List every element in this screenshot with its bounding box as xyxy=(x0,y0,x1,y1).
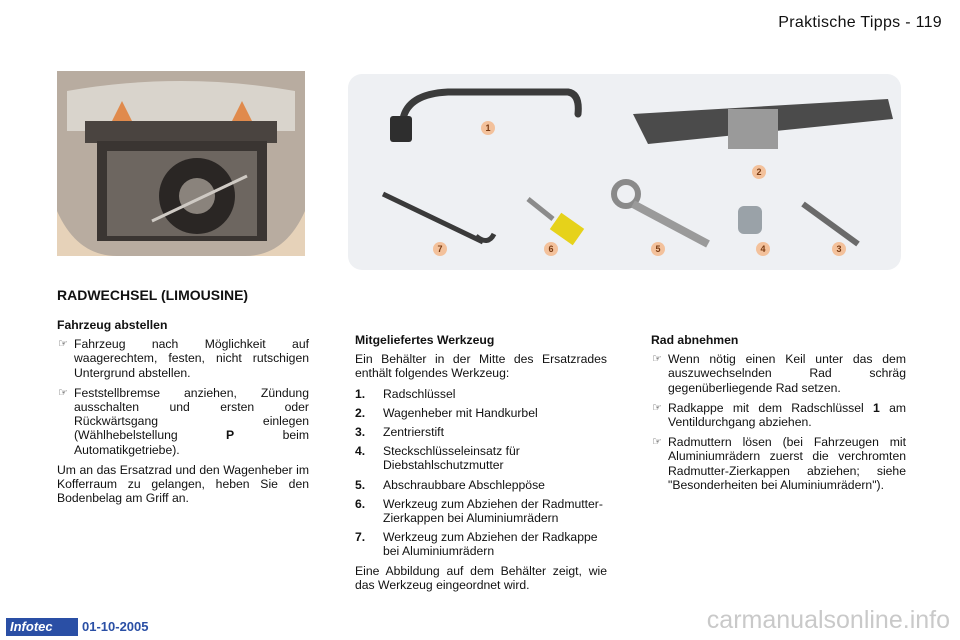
page-header: Praktische Tipps - 119 xyxy=(778,14,942,31)
bullet-text-end: beim Automatikgetriebe). xyxy=(74,428,309,457)
list-item: 2. Wagenheber mit Handkurbel xyxy=(355,406,607,420)
list-item: 3. Zentrierstift xyxy=(355,425,607,439)
wrench-number: 1 xyxy=(873,400,880,415)
tool-number-badge: 4 xyxy=(756,242,770,256)
item-number: 1. xyxy=(355,386,366,401)
bullet-text: Radmuttern lösen (bei Fahrzeugen mit Alu… xyxy=(668,435,906,492)
tool-number-badge: 5 xyxy=(651,242,665,256)
subheading: Fahrzeug abstellen xyxy=(57,318,168,332)
tool-number-badge: 1 xyxy=(481,121,495,135)
trunk-illustration xyxy=(57,71,305,256)
pointing-hand-icon: ☞ xyxy=(58,386,68,399)
item-number: 7. xyxy=(355,530,366,545)
bullet-item: ☞ Radmuttern lösen (bei Fahrzeugen mit A… xyxy=(651,435,906,492)
bullet-item: ☞ Radkappe mit dem Radschlüssel 1 am Ven… xyxy=(651,401,906,429)
list-item: 5. Abschraubbare Abschleppöse xyxy=(355,478,607,492)
column-supplied-tools: Mitgeliefertes Werkzeug Ein Behälter in … xyxy=(355,333,607,598)
paragraph: Um an das Ersatzrad und den Wagenheber i… xyxy=(57,462,309,506)
tools-illustration xyxy=(381,88,893,248)
bullet-text: Radkappe mit dem Radschlüssel xyxy=(668,400,874,415)
trunk-photo xyxy=(57,71,305,256)
item-text: Wagenheber mit Handkurbel xyxy=(383,405,538,420)
bullet-item: ☞ Fahrzeug nach Möglichkeit auf waagerec… xyxy=(57,337,309,380)
list-item: 6. Werkzeug zum Abziehen der Radmutter-Zi… xyxy=(355,497,607,525)
pointing-hand-icon: ☞ xyxy=(652,353,662,366)
item-text: Zentrierstift xyxy=(383,425,444,440)
item-text: Abschraubbare Abschleppöse xyxy=(383,477,545,492)
item-number: 4. xyxy=(355,444,366,459)
tools-figure: 1 2 3 4 5 6 7 xyxy=(348,74,901,270)
item-text: Radschlüssel xyxy=(383,386,456,401)
tool-number-badge: 7 xyxy=(433,242,447,256)
section-title: RADWECHSEL (LIMOUSINE) xyxy=(57,287,249,303)
list-item: 7. Werkzeug zum Abziehen der Radkappe bei… xyxy=(355,530,607,558)
bullet-item: ☞ Wenn nötig einen Keil unter das dem au… xyxy=(651,352,906,395)
pointing-hand-icon: ☞ xyxy=(652,436,662,449)
pointing-hand-icon: ☞ xyxy=(652,401,662,414)
bullet-text: Feststellbremse anziehen, Zündung aussch… xyxy=(74,385,309,443)
column-wheel-removal: Rad abnehmen ☞ Wenn nötig einen Keil unt… xyxy=(651,333,906,498)
subheading: Rad abnehmen xyxy=(651,333,739,347)
outro-paragraph: Eine Abbildung auf dem Behälter zeigt, w… xyxy=(355,563,607,592)
gear-position-p: P xyxy=(226,428,235,443)
column-vehicle-parking: Fahrzeug abstellen ☞ Fahrzeug nach Mögli… xyxy=(57,318,309,511)
pointing-hand-icon: ☞ xyxy=(58,338,68,351)
item-number: 3. xyxy=(355,425,366,440)
watermark: carmanualsonline.info xyxy=(706,606,950,634)
bullet-text: Fahrzeug nach Möglichkeit auf waagerecht… xyxy=(74,337,309,380)
list-item: 4. Steckschlüsseleinsatz für Diebstahlsch… xyxy=(355,444,607,472)
bullet-text: Wenn nötig einen Keil unter das dem ausz… xyxy=(668,352,906,395)
item-number: 2. xyxy=(355,405,366,420)
intro-paragraph: Ein Behälter in der Mitte des Ersatzrade… xyxy=(355,352,607,381)
item-number: 6. xyxy=(355,496,366,511)
subheading: Mitgeliefertes Werkzeug xyxy=(355,333,495,347)
bullet-text-end: am Ventildurchgang abziehen. xyxy=(668,400,906,430)
tool-number-badge: 3 xyxy=(832,242,846,256)
list-item: 1. Radschlüssel xyxy=(355,387,607,401)
item-text: Werkzeug zum Abziehen der Radmutter-Zier… xyxy=(383,496,603,526)
tool-number-badge: 2 xyxy=(752,165,766,179)
item-number: 5. xyxy=(355,477,366,492)
item-text: Steckschlüsseleinsatz für Diebstahlschut… xyxy=(383,444,520,473)
tool-number-badge: 6 xyxy=(544,242,558,256)
edition-date: 01-10-2005 xyxy=(82,619,149,634)
bullet-item: ☞ Feststellbremse anziehen, Zündung auss… xyxy=(57,386,309,457)
item-text: Werkzeug zum Abziehen der Radkappe bei A… xyxy=(383,530,598,559)
infotec-logo: Infotec xyxy=(6,618,78,636)
